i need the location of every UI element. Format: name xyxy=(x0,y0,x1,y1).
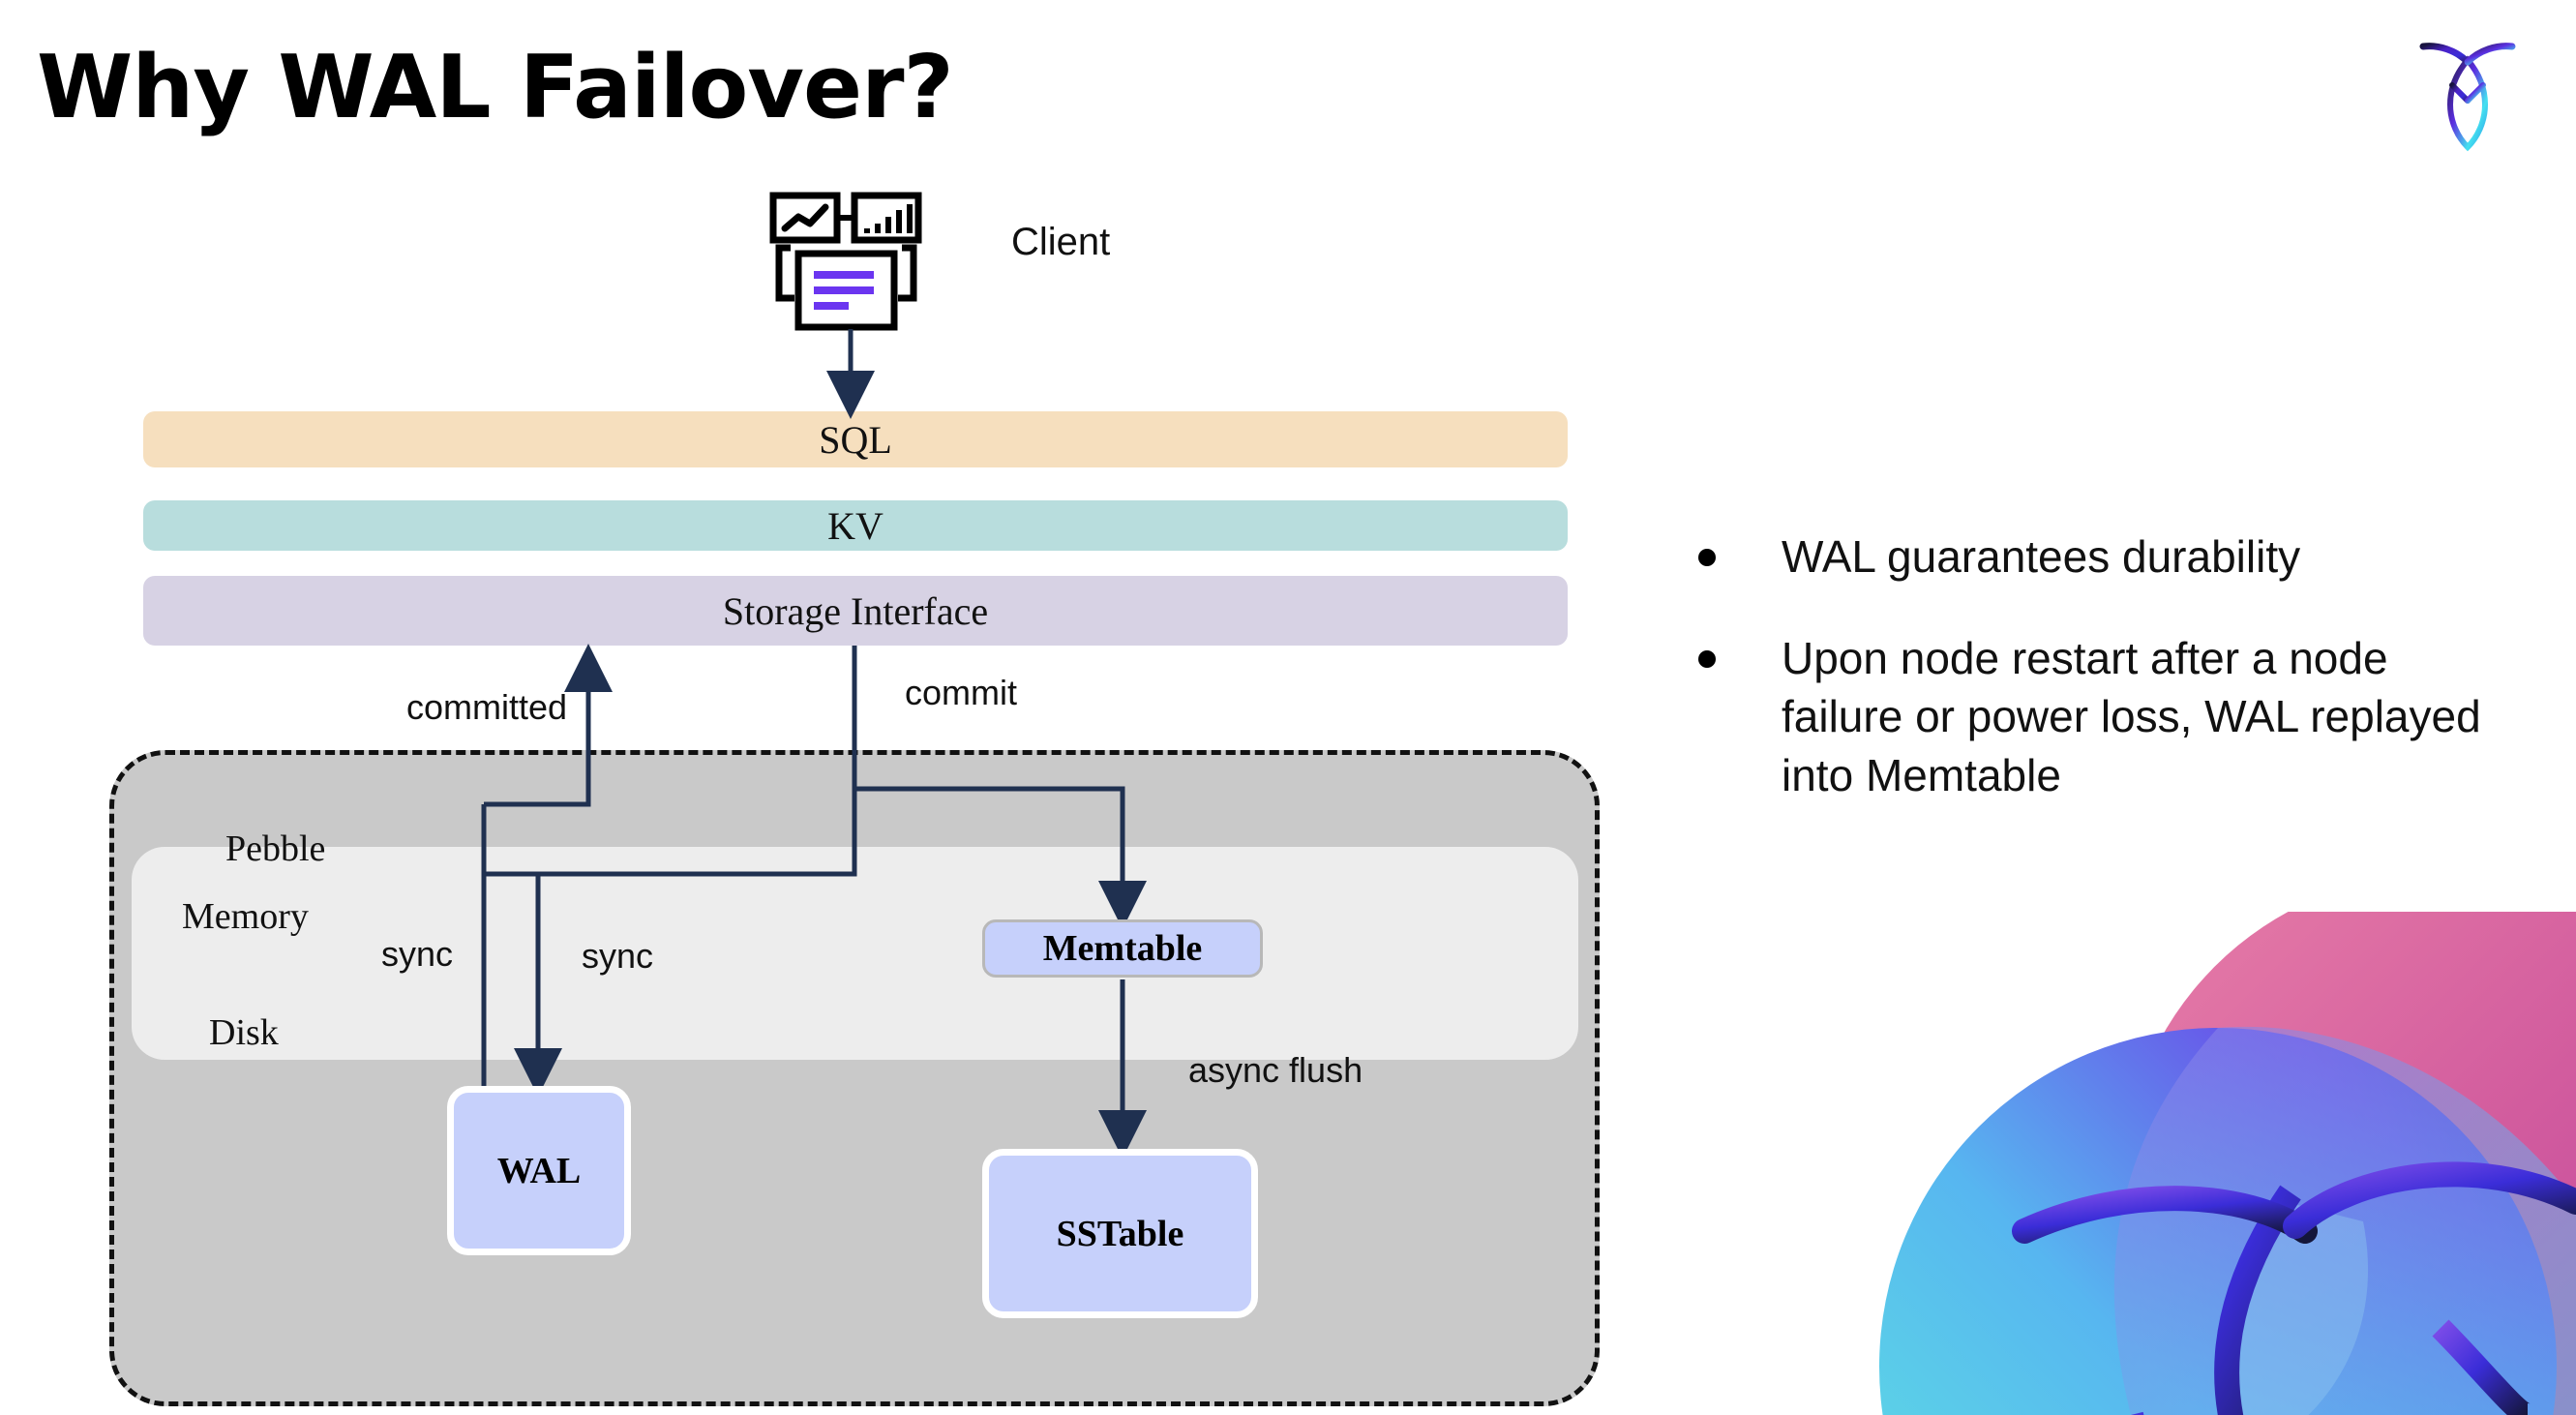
edge-label-committed: committed xyxy=(406,687,568,727)
pebble-label: Pebble xyxy=(225,828,326,869)
edge-label-sync-right: sync xyxy=(582,936,654,976)
layer-bar-sql: SQL xyxy=(143,411,1568,467)
memory-region xyxy=(132,847,1578,1060)
node-label-memtable: Memtable xyxy=(1042,928,1203,969)
edge-label-async-flush: async flush xyxy=(1188,1050,1363,1090)
layer-label-kv: KV xyxy=(827,503,884,548)
cockroachdb-logo-icon xyxy=(2410,29,2526,165)
client-label: Client xyxy=(1011,221,1111,263)
node-wal: WAL xyxy=(447,1086,631,1255)
edge-label-commit: commit xyxy=(905,673,1017,712)
bullet-text: Upon node restart after a node failure o… xyxy=(1782,632,2481,801)
disk-label: Disk xyxy=(209,1012,279,1053)
layer-bar-kv: KV xyxy=(143,500,1568,551)
bullet-dot-icon xyxy=(1698,649,1716,668)
edge-label-sync-left: sync xyxy=(381,934,454,974)
client-dashboard-icon xyxy=(769,192,929,332)
node-sstable: SSTable xyxy=(982,1149,1258,1318)
layer-label-sql: SQL xyxy=(819,417,892,462)
memory-label: Memory xyxy=(182,896,309,937)
page-title: Why WAL Failover? xyxy=(37,37,954,138)
bullet-list: WAL guarantees durability Upon node rest… xyxy=(1698,527,2501,848)
node-label-wal: WAL xyxy=(496,1150,582,1191)
bullet-text: WAL guarantees durability xyxy=(1782,531,2301,582)
node-label-sstable: SSTable xyxy=(1056,1213,1184,1254)
list-item: WAL guarantees durability xyxy=(1698,527,2501,587)
decorative-brand-graphic xyxy=(1802,912,2576,1415)
layer-label-storage-interface: Storage Interface xyxy=(722,588,989,633)
layer-bar-storage-interface: Storage Interface xyxy=(143,576,1568,646)
list-item: Upon node restart after a node failure o… xyxy=(1698,629,2501,805)
bullet-dot-icon xyxy=(1698,549,1716,566)
node-memtable: Memtable xyxy=(982,919,1263,978)
pebble-container: Pebble Memory Disk xyxy=(109,750,1600,1406)
